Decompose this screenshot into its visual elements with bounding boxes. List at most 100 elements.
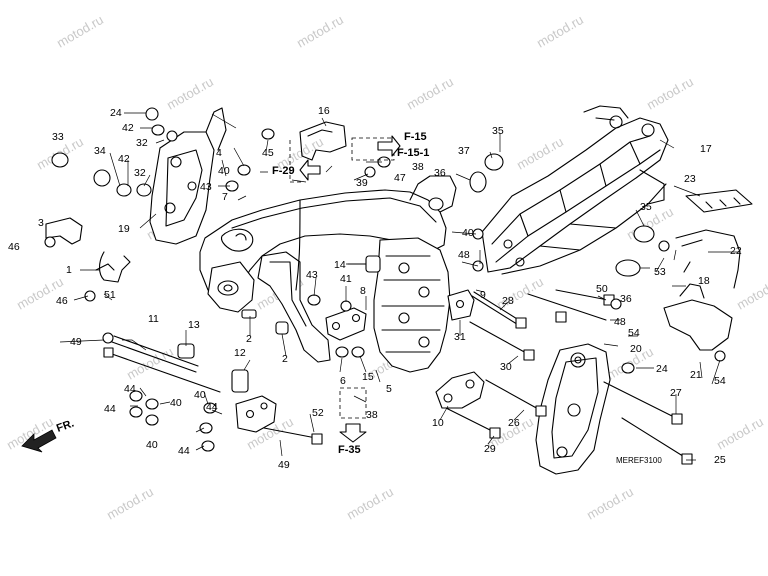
part-callout-32: 32 bbox=[134, 167, 146, 179]
part-callout-42: 42 bbox=[118, 153, 130, 165]
part-callout-52: 52 bbox=[312, 407, 324, 419]
part-callout-34: 34 bbox=[94, 145, 106, 157]
watermark-text: motod.ru bbox=[344, 484, 396, 523]
part-callout-40: 40 bbox=[218, 165, 230, 177]
part-callout-25: 25 bbox=[714, 454, 726, 466]
part-callout-2: 2 bbox=[246, 333, 252, 345]
part-callout-42: 42 bbox=[122, 122, 134, 134]
part-callout-20: 20 bbox=[630, 343, 642, 355]
part-callout-24: 24 bbox=[656, 363, 668, 375]
part-callout-43: 43 bbox=[200, 181, 212, 193]
part-callout-23: 23 bbox=[684, 173, 696, 185]
watermark-text: motod.ru bbox=[534, 12, 586, 51]
part-callout-40: 40 bbox=[462, 227, 474, 239]
bracket-plate-10 bbox=[435, 371, 485, 409]
part-callout-27: 27 bbox=[670, 387, 682, 399]
part-callout-3: 3 bbox=[38, 217, 44, 229]
part-callout-12: 12 bbox=[234, 347, 246, 359]
left-pipe-bracket-1 bbox=[95, 251, 131, 283]
watermark-text: motod.ru bbox=[404, 74, 456, 113]
part-callout-47: 47 bbox=[394, 172, 406, 184]
ref-label-f15-1: F-15-1 bbox=[397, 147, 429, 159]
part-callout-46: 46 bbox=[8, 241, 20, 253]
watermark-text: motod.ru bbox=[734, 274, 768, 313]
part-callout-50: 50 bbox=[596, 283, 608, 295]
part-callout-54: 54 bbox=[714, 375, 726, 387]
bracket-plate-31 bbox=[447, 289, 475, 321]
part-callout-54: 54 bbox=[628, 327, 640, 339]
part-callout-43: 43 bbox=[306, 269, 318, 281]
part-callout-18: 18 bbox=[698, 275, 710, 287]
leader-lines bbox=[59, 112, 740, 461]
part-callout-44: 44 bbox=[178, 445, 190, 457]
main-frame-body bbox=[199, 175, 457, 373]
plate-23 bbox=[685, 189, 753, 213]
front-direction-arrow bbox=[21, 429, 57, 453]
right-plate-20 bbox=[535, 343, 611, 475]
part-callout-5: 5 bbox=[386, 383, 392, 395]
part-callout-22: 22 bbox=[730, 245, 742, 257]
part-callout-44: 44 bbox=[104, 403, 116, 415]
part-callout-40: 40 bbox=[194, 389, 206, 401]
part-callout-40: 40 bbox=[170, 397, 182, 409]
part-callout-38: 38 bbox=[366, 409, 378, 421]
part-callout-36: 36 bbox=[620, 293, 632, 305]
part-callout-6: 6 bbox=[340, 375, 346, 387]
watermark-text: motod.ru bbox=[54, 12, 106, 51]
part-callout-2: 2 bbox=[282, 353, 288, 365]
part-callout-14: 14 bbox=[334, 259, 346, 271]
part-callout-37: 37 bbox=[458, 145, 470, 157]
bracket-16 bbox=[299, 121, 347, 161]
part-callout-32: 32 bbox=[136, 137, 148, 149]
part-callout-41: 41 bbox=[340, 273, 352, 285]
bracket-plate-8 bbox=[325, 307, 367, 341]
part-callout-48: 48 bbox=[458, 249, 470, 261]
part-callout-53: 53 bbox=[654, 266, 666, 278]
part-callout-8: 8 bbox=[360, 285, 366, 297]
watermark-text: motod.ru bbox=[294, 12, 346, 51]
part-callout-45: 45 bbox=[262, 147, 274, 159]
part-callout-10: 10 bbox=[432, 417, 444, 429]
part-callout-15: 15 bbox=[362, 371, 374, 383]
part-callout-9: 9 bbox=[480, 289, 486, 301]
part-callout-40: 40 bbox=[146, 439, 158, 451]
part-callout-28: 28 bbox=[502, 295, 514, 307]
watermark-text: motod.ru bbox=[124, 344, 176, 383]
part-callout-29: 29 bbox=[484, 443, 496, 455]
watermark-text: motod.ru bbox=[514, 134, 566, 173]
part-callout-36: 36 bbox=[434, 167, 446, 179]
left-bracket-19 bbox=[149, 107, 227, 245]
part-callout-35: 35 bbox=[492, 125, 504, 137]
diagram-code: MEREF3100 bbox=[616, 456, 662, 465]
part-callout-39: 39 bbox=[356, 177, 368, 189]
ref-label-f29: F-29 bbox=[272, 165, 295, 177]
part-callout-21: 21 bbox=[690, 369, 702, 381]
watermark-text: motod.ru bbox=[104, 484, 156, 523]
watermark-text: motod.ru bbox=[164, 74, 216, 113]
part-callout-44: 44 bbox=[124, 383, 136, 395]
part-callout-17: 17 bbox=[700, 143, 712, 155]
bushings-collars bbox=[44, 107, 726, 452]
part-callout-30: 30 bbox=[500, 361, 512, 373]
rear-subframe-17 bbox=[481, 105, 669, 275]
bracket-plate-lower-left bbox=[235, 395, 277, 433]
reference-boxes bbox=[289, 135, 401, 443]
watermark-text: motod.ru bbox=[714, 414, 766, 453]
part-callout-38: 38 bbox=[412, 161, 424, 173]
bracket-21 bbox=[663, 283, 733, 351]
front-direction-label: FR. bbox=[55, 417, 76, 434]
part-callout-1: 1 bbox=[66, 264, 72, 276]
part-callout-26: 26 bbox=[508, 417, 520, 429]
part-callout-19: 19 bbox=[118, 223, 130, 235]
ref-label-f35: F-35 bbox=[338, 444, 361, 456]
bolts-and-rods bbox=[102, 263, 693, 465]
part-callout-33: 33 bbox=[52, 131, 64, 143]
part-callout-44: 44 bbox=[206, 401, 218, 413]
part-callout-48: 48 bbox=[614, 316, 626, 328]
part-callout-11: 11 bbox=[148, 313, 159, 325]
part-callout-31: 31 bbox=[454, 331, 466, 343]
ref-label-f15: F-15 bbox=[404, 131, 427, 143]
part-callout-46: 46 bbox=[56, 295, 68, 307]
